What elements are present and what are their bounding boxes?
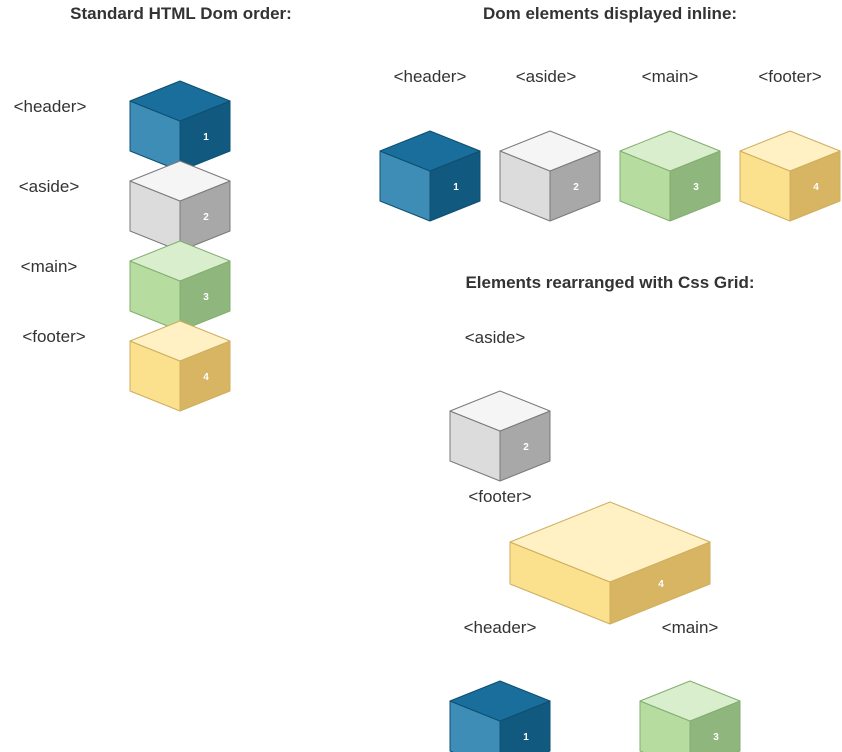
cube-face-top bbox=[619, 130, 721, 172]
cube-aside-standard: 2 bbox=[129, 160, 231, 252]
label-footer-standard: <footer> bbox=[22, 327, 85, 346]
label-main-inline: <main> bbox=[642, 67, 699, 86]
cube-face-top bbox=[639, 680, 741, 722]
title-inline-dom: Dom elements displayed inline: bbox=[483, 4, 737, 23]
cube-header-grid: 1 bbox=[449, 680, 551, 752]
label-header-standard: <header> bbox=[14, 97, 87, 116]
cube-face-top bbox=[129, 160, 231, 202]
cube-number: 3 bbox=[693, 182, 699, 193]
cube-main-inline: 3 bbox=[619, 130, 721, 222]
cube-number: 1 bbox=[203, 132, 209, 143]
cube-face-top bbox=[739, 130, 841, 172]
label-header-inline: <header> bbox=[394, 67, 467, 86]
cube-face-top bbox=[129, 320, 231, 362]
css-grid-group: <aside> 2 <footer> 4 <header> <main> 1 3 bbox=[449, 328, 741, 752]
cube-main-grid: 3 bbox=[639, 680, 741, 752]
label-footer-inline: <footer> bbox=[758, 67, 821, 86]
label-aside-standard: <aside> bbox=[19, 177, 80, 196]
cube-main-standard: 3 bbox=[129, 240, 231, 332]
cube-number: 1 bbox=[453, 182, 459, 193]
standard-order-group: 1 2 3 4 <header> <aside> <main> <footer> bbox=[14, 80, 231, 412]
cube-face-top bbox=[379, 130, 481, 172]
cube-number: 3 bbox=[203, 292, 209, 303]
cube-face-top bbox=[449, 680, 551, 722]
label-main-standard: <main> bbox=[21, 257, 78, 276]
cube-number: 1 bbox=[523, 732, 529, 743]
title-css-grid: Elements rearranged with Css Grid: bbox=[465, 273, 754, 292]
label-header-grid: <header> bbox=[464, 618, 537, 637]
cube-number: 2 bbox=[523, 442, 529, 453]
cube-face-top bbox=[449, 390, 551, 432]
cube-number: 4 bbox=[813, 182, 819, 193]
cube-number: 4 bbox=[658, 579, 664, 590]
cube-footer-standard: 4 bbox=[129, 320, 231, 412]
cube-number: 2 bbox=[203, 212, 209, 223]
cube-face-top bbox=[499, 130, 601, 172]
cube-number: 2 bbox=[573, 182, 579, 193]
cube-footer-inline: 4 bbox=[739, 130, 841, 222]
cube-face-top bbox=[509, 501, 711, 583]
label-aside-inline: <aside> bbox=[516, 67, 577, 86]
cube-header-standard: 1 bbox=[129, 80, 231, 172]
title-standard-dom-order: Standard HTML Dom order: bbox=[70, 4, 292, 23]
inline-group: <header> <aside> <main> <footer> 1 2 3 4 bbox=[379, 67, 841, 222]
cube-footer-grid: 4 bbox=[509, 501, 711, 625]
cube-aside-grid: 2 bbox=[449, 390, 551, 482]
cube-face-top bbox=[129, 240, 231, 282]
cube-header-inline: 1 bbox=[379, 130, 481, 222]
label-aside-grid: <aside> bbox=[465, 328, 526, 347]
cube-aside-inline: 2 bbox=[499, 130, 601, 222]
cube-number: 3 bbox=[713, 732, 719, 743]
cube-number: 4 bbox=[203, 372, 209, 383]
cube-face-top bbox=[129, 80, 231, 122]
label-footer-grid: <footer> bbox=[468, 487, 531, 506]
label-main-grid: <main> bbox=[662, 618, 719, 637]
